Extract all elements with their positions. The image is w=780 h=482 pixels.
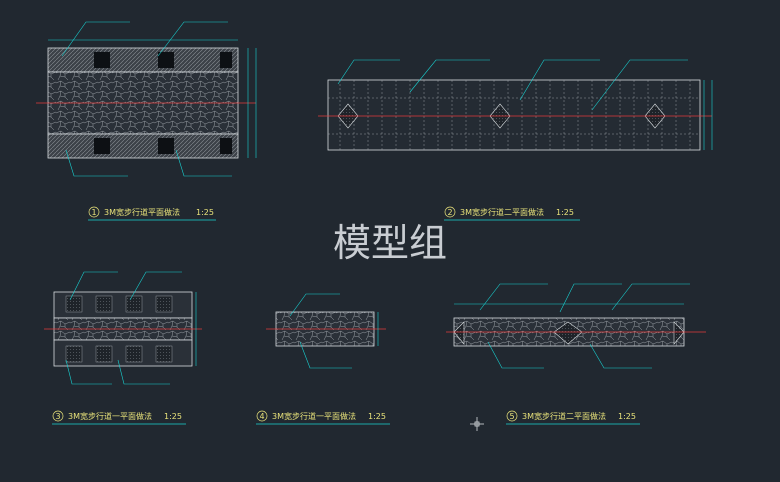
caption-2-number: 2 [447, 208, 452, 217]
caption-4-scale: 1:25 [368, 412, 386, 421]
crosshair-icon [470, 417, 484, 431]
drawing-2-leaders [337, 59, 713, 150]
caption-5-number-circle [506, 410, 518, 422]
caption-3-number: 3 [55, 412, 60, 421]
caption-2-number-circle [444, 206, 456, 218]
drawing-4-leaders [289, 293, 379, 369]
caption-drawing-2: 2 3M宽步行道二平面做法 1:25 [444, 206, 580, 221]
drawing-3-planting-squares [65, 295, 173, 363]
caption-3-number-circle [52, 410, 64, 422]
caption-2-scale: 1:25 [556, 208, 574, 217]
caption-1-title: 3M宽步行道平面做法 [104, 207, 180, 217]
caption-4-title: 3M宽步行道一平面做法 [272, 411, 356, 421]
drawing-5-walkway-plan [446, 283, 706, 369]
drawing-3-leaders [65, 271, 197, 385]
caption-3-title: 3M宽步行道一平面做法 [68, 411, 152, 421]
drawing-1-walkway-plan [36, 21, 257, 177]
drawing-1-top-paving-band [47, 47, 239, 73]
caption-3-scale: 1:25 [164, 412, 182, 421]
drawing-1-bottom-paving-band [47, 133, 239, 159]
caption-5-number: 5 [509, 412, 514, 421]
drawing-2-walkway-plan [318, 59, 713, 151]
caption-1-number: 1 [91, 208, 96, 217]
caption-1-number-circle [88, 206, 100, 218]
caption-drawing-5: 5 3M宽步行道二平面做法 1:25 [506, 410, 640, 425]
caption-2-title: 3M宽步行道二平面做法 [460, 207, 544, 217]
drawing-2-paving-grid [328, 80, 700, 150]
caption-drawing-4: 4 3M宽步行道一平面做法 1:25 [256, 410, 390, 425]
drawing-1-leaders [48, 21, 257, 177]
drawing-3-walkway-plan [44, 271, 202, 385]
watermark-text: 模型组 [333, 221, 447, 265]
caption-1-scale: 1:25 [196, 208, 214, 217]
caption-5-scale: 1:25 [618, 412, 636, 421]
drawing-5-leaders [454, 283, 690, 369]
drawing-4-walkway-plan [266, 293, 386, 369]
caption-4-number-circle [256, 410, 268, 422]
drawing-1-tree-grates [94, 52, 232, 154]
caption-5-title: 3M宽步行道二平面做法 [522, 411, 606, 421]
drawing-2-paving-area [327, 79, 701, 151]
caption-drawing-3: 3 3M宽步行道一平面做法 1:25 [52, 410, 186, 425]
drawing-5-diamond-inlays [453, 321, 685, 345]
caption-4-number: 4 [259, 412, 264, 421]
caption-drawing-1: 1 3M宽步行道平面做法 1:25 [88, 206, 216, 221]
